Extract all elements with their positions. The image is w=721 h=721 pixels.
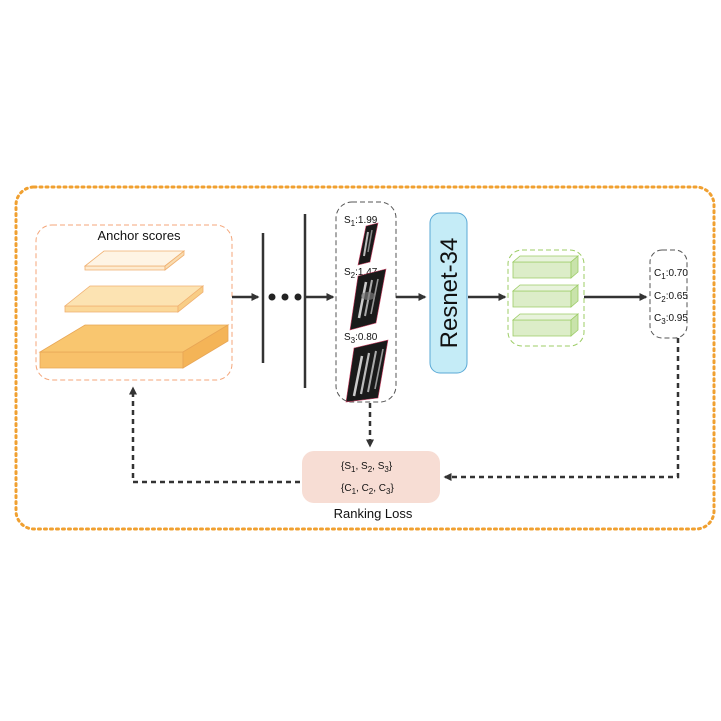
ellipsis-dot: [294, 293, 302, 301]
crops-panel: S1:1.99 S2:1.47 S3:0.80: [335, 201, 397, 403]
anchor-slab-medium: [63, 285, 205, 313]
ranking-loss-box: {S1, S2, S3} {C1, C2, C3} Ranking Loss: [302, 451, 440, 521]
confidence-2: C2:0.65: [654, 291, 688, 304]
feature-box-1: [511, 255, 580, 279]
ranking-loss-caption: Ranking Loss: [334, 506, 413, 521]
loss-set-c: {C1, C2, C3}: [341, 483, 394, 496]
feature-panel: [507, 249, 585, 347]
arrow-loss-to-anchor: [129, 386, 300, 484]
anchor-scores-title: Anchor scores: [97, 228, 181, 243]
crop-score-3: S3:0.80: [344, 332, 378, 345]
crop-score-1: S1:1.99: [344, 215, 378, 228]
confidence-1: C1:0.70: [654, 268, 688, 281]
network-layers: [261, 214, 307, 388]
arrow-confidences-to-loss: [443, 338, 680, 481]
confidence-3: C3:0.95: [654, 313, 688, 326]
anchor-slab-small: [83, 250, 186, 271]
crop-image-2: [349, 268, 387, 331]
resnet-label: Resnet-34: [436, 238, 463, 349]
loss-set-s: {S1, S2, S3}: [341, 461, 393, 474]
ellipsis-dot: [268, 293, 276, 301]
anchor-scores-panel: Anchor scores: [35, 224, 233, 381]
outer-frame: [14, 185, 716, 531]
crop-score-2: S2:1.47: [344, 267, 378, 280]
feature-box-3: [511, 313, 580, 337]
resnet-block: Resnet-34: [429, 212, 468, 374]
anchor-slab-large: [38, 324, 230, 369]
confidence-panel: C1:0.70 C2:0.65 C3:0.95: [649, 249, 688, 339]
crop-image-3: [345, 339, 389, 403]
crop-image-1: [357, 222, 379, 266]
feature-box-2: [511, 284, 580, 308]
ellipsis-dot: [281, 293, 289, 301]
